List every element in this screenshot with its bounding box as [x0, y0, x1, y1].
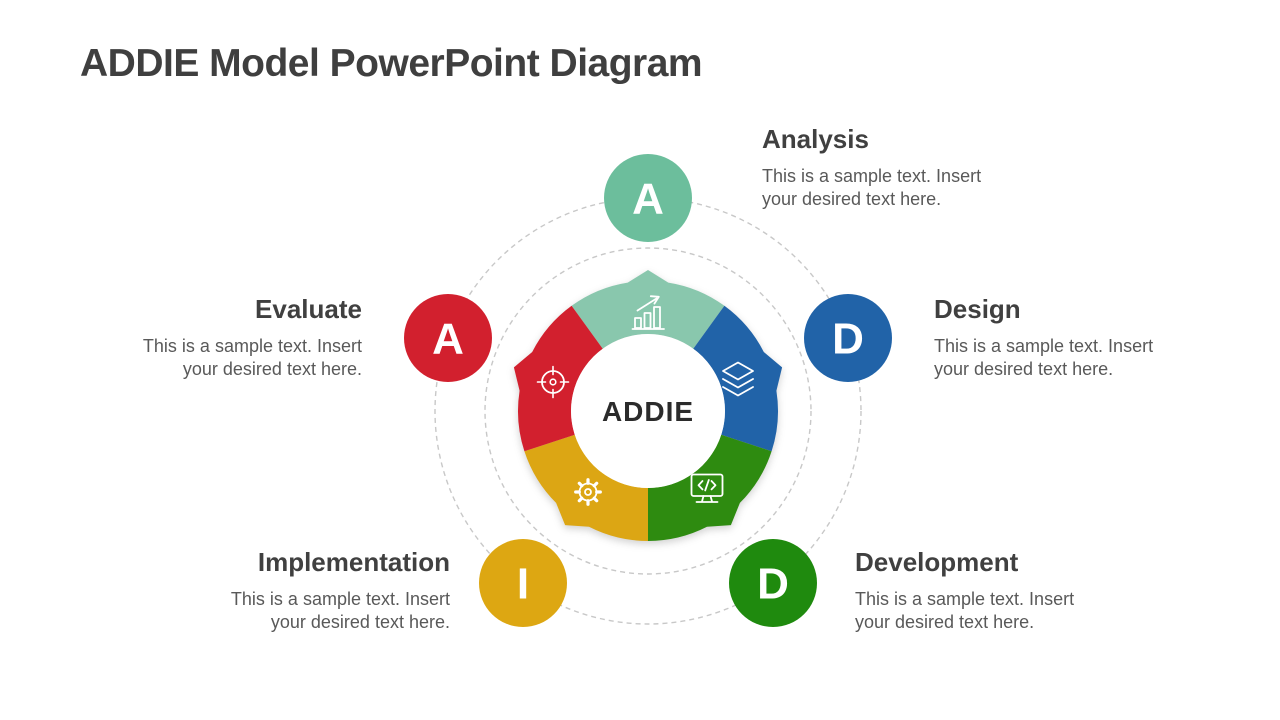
label-implementation-title: Implementation [257, 547, 450, 577]
petal-ring [513, 270, 783, 541]
petal-development [648, 434, 772, 541]
label-development-title: Development [855, 547, 1019, 577]
badge-analysis-letter: A [632, 175, 664, 224]
label-design: Design This is a sample text. Insert you… [934, 294, 1174, 382]
badge-design-circle [804, 294, 892, 382]
petal-evaluate [513, 305, 603, 452]
badge-analysis: A [604, 154, 692, 242]
page-title: ADDIE Model PowerPoint Diagram [80, 42, 703, 85]
badge-design: D [804, 294, 892, 382]
inner-orbit-ring [484, 247, 812, 575]
bar-chart-icon [631, 295, 665, 330]
petal-analysis [571, 270, 725, 349]
label-implementation: Implementation This is a sample text. In… [208, 547, 450, 635]
badge-development-circle [729, 539, 817, 627]
monitor-code-icon [690, 473, 724, 503]
center-label: ADDIE [602, 396, 694, 427]
badge-evaluate-letter: A [432, 315, 464, 364]
label-analysis-title: Analysis [762, 124, 869, 154]
label-implementation-description: This is a sample text. Insert your desir… [230, 589, 450, 633]
label-design-description: This is a sample text. Insert your desir… [934, 336, 1154, 380]
badge-implementation-circle [479, 539, 567, 627]
center-circle [571, 334, 725, 488]
badge-design-letter: D [832, 315, 864, 364]
gear-icon [574, 478, 602, 506]
badge-development-letter: D [757, 560, 789, 609]
badge-development: D [729, 539, 817, 627]
target-icon [536, 365, 570, 399]
label-evaluate-title: Evaluate [255, 294, 362, 324]
badge-implementation: I [479, 539, 567, 627]
label-evaluate-description: This is a sample text. Insert your desir… [142, 336, 362, 380]
badge-analysis-circle [604, 154, 692, 242]
badge-evaluate: A [404, 294, 492, 382]
label-development: Development This is a sample text. Inser… [855, 547, 1100, 635]
layers-icon [722, 361, 754, 397]
petal-implementation [524, 434, 648, 541]
label-analysis-description: This is a sample text. Insert your desir… [762, 166, 982, 210]
label-analysis: Analysis This is a sample text. Insert y… [762, 124, 1002, 212]
label-design-title: Design [934, 294, 1021, 324]
badge-evaluate-circle [404, 294, 492, 382]
label-development-description: This is a sample text. Insert your desir… [855, 589, 1075, 633]
label-evaluate: Evaluate This is a sample text. Insert y… [120, 294, 362, 382]
badge-implementation-letter: I [517, 560, 529, 609]
